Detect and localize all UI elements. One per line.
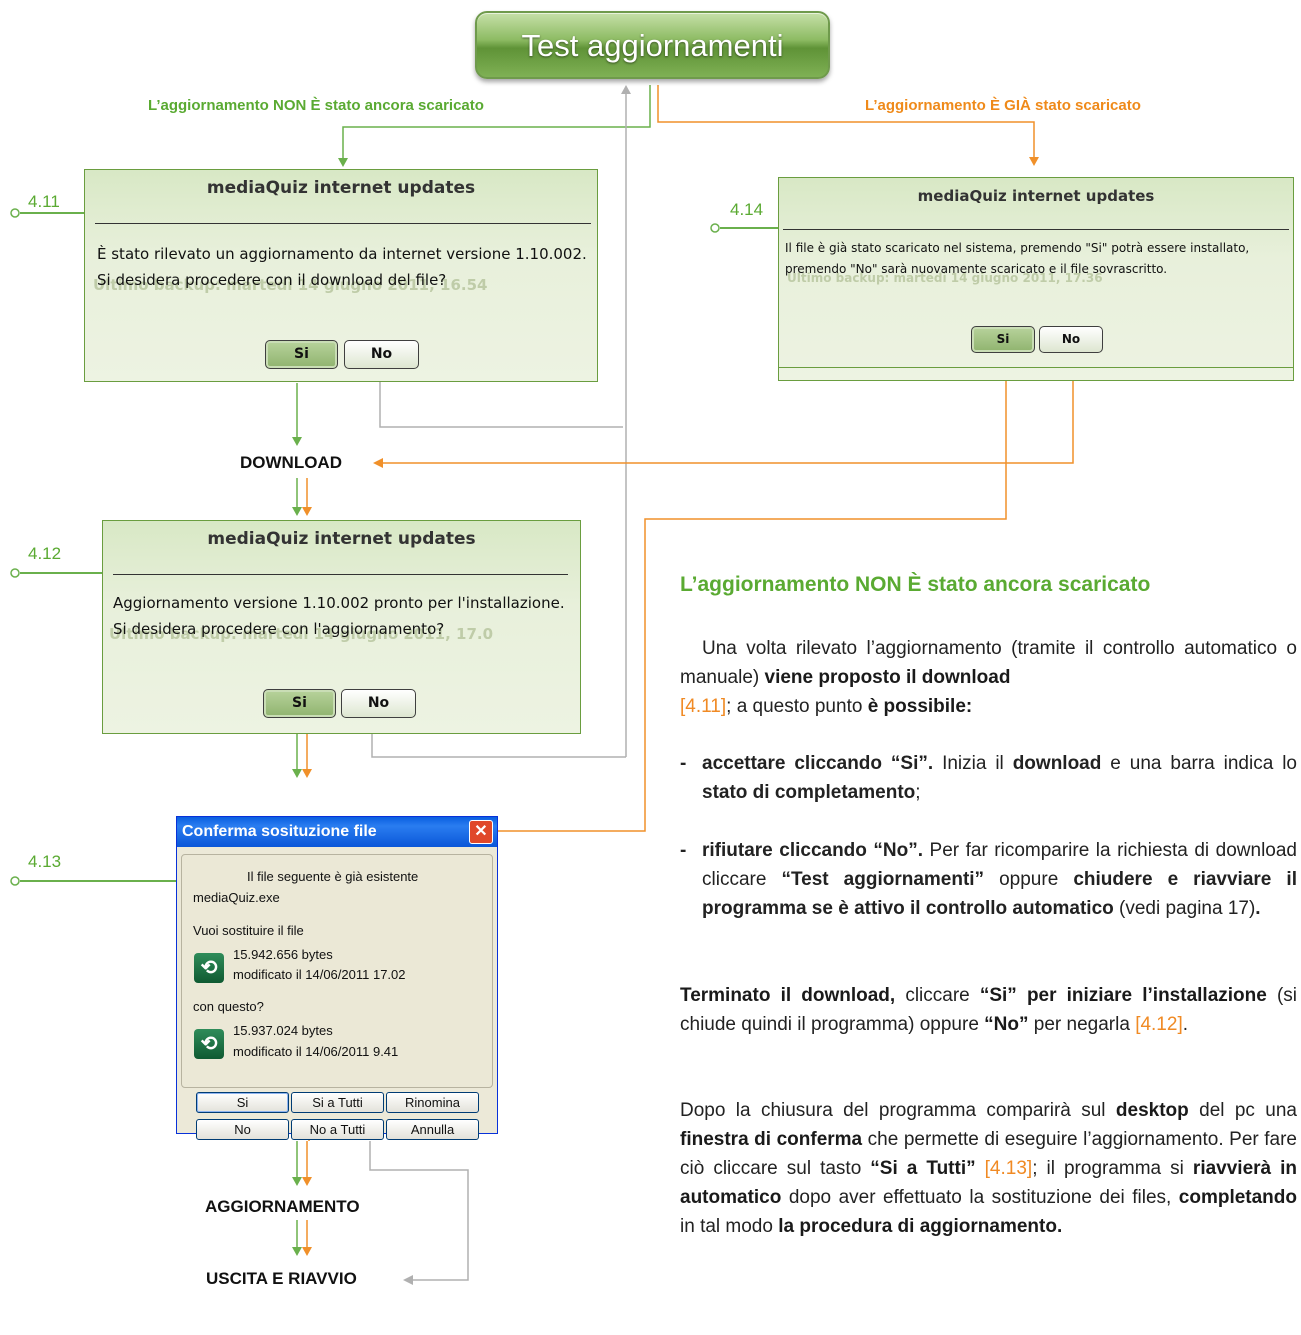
update-dialog-411: mediaQuiz internet updates Ultimo backup… (84, 169, 598, 382)
existing-text: Il file seguente è già esistente (247, 869, 419, 884)
annulla-button[interactable]: Annulla (386, 1119, 479, 1140)
figure-number-414: 4.14 (730, 200, 764, 219)
update-dialog-412: mediaQuiz internet updates Ultimo backup… (102, 520, 581, 734)
download-node: DOWNLOAD (240, 453, 342, 472)
no-button[interactable]: No (196, 1119, 289, 1140)
with-question: con questo? (193, 999, 264, 1014)
dialog-panel (181, 854, 493, 1088)
rinomina-button[interactable]: Rinomina (386, 1092, 479, 1113)
branch-label-not-downloaded: L’aggiornamento NON È stato ancora scari… (148, 97, 484, 114)
connector-to-414 (657, 85, 1035, 160)
close-icon[interactable]: ✕ (469, 820, 493, 844)
no-button[interactable]: No (1039, 326, 1103, 353)
si-a-tutti-button[interactable]: Si a Tutti (291, 1092, 384, 1113)
app-file-icon: ⟲ (194, 1029, 224, 1059)
uscita-riavvio-node: USCITA E RIAVVIO (206, 1269, 357, 1288)
dialog-message: Il file è già stato scaricato nel sistem… (785, 241, 1250, 276)
no-button[interactable]: No (341, 689, 416, 718)
bullet-accept: - accettare cliccando “Si”. Inizia il do… (680, 753, 1297, 803)
file-name: mediaQuiz.exe (193, 890, 280, 905)
figure-number-412: 4.12 (28, 544, 62, 563)
app-file-icon: ⟲ (194, 953, 224, 983)
dialog-title: mediaQuiz internet updates (207, 529, 476, 549)
branch-label-already-downloaded: L’aggiornamento È GIÀ stato scaricato (865, 97, 1141, 114)
paragraph-intro: Una volta rilevato l’aggiornamento (tram… (680, 638, 1297, 717)
si-button[interactable]: Si (196, 1092, 289, 1113)
paragraph-download-done: Terminato il download, cliccare “Si” per… (680, 985, 1298, 1035)
figure-number-413: 4.13 (28, 852, 62, 871)
no-button[interactable]: No (344, 340, 419, 369)
connector-to-411 (342, 85, 651, 162)
dialog-message: Aggiornamento versione 1.10.002 pronto p… (113, 594, 565, 638)
dialog-title: mediaQuiz internet updates (917, 187, 1155, 205)
no-a-tutti-button[interactable]: No a Tutti (291, 1119, 384, 1140)
figure-number-411: 4.11 (28, 192, 60, 211)
title-bar: Conferma sosituzione file ✕ (177, 817, 497, 847)
file-replace-dialog: Conferma sosituzione file ✕ Il file segu… (176, 816, 498, 1140)
dialog-message: È stato rilevato un aggiornamento da int… (97, 245, 587, 289)
existing-date: modificato il 14/06/2011 17.02 (233, 967, 406, 982)
dialog-title: Conferma sosituzione file (182, 823, 377, 840)
dialog-ghost-text: Ultimo backup: martedì 14 giugno 2011, 1… (93, 276, 488, 294)
test-aggiornamenti-button[interactable]: Test aggiornamenti (475, 11, 830, 79)
aggiornamento-node: AGGIORNAMENTO (205, 1197, 360, 1216)
paragraph-desktop-confirm: Dopo la chiusura del programma comparirà… (680, 1100, 1298, 1237)
new-date: modificato il 14/06/2011 9.41 (233, 1044, 399, 1059)
section-heading: L’aggiornamento NON È stato ancora scari… (680, 573, 1151, 596)
new-size: 15.937.024 bytes (233, 1023, 333, 1038)
update-dialog-414: mediaQuiz internet updates Ultimo backup… (778, 177, 1294, 381)
dialog-ghost-text: Ultimo backup: martedì 14 giugno 2011, 1… (787, 271, 1103, 285)
yes-button[interactable]: Si (263, 689, 336, 718)
dialog-title: mediaQuiz internet updates (206, 178, 476, 198)
yes-button[interactable]: Si (971, 326, 1035, 353)
yes-button[interactable]: Si (265, 340, 338, 369)
dialog-ghost-text: Ultimo backup: martedì 14 giugno 2011, 1… (109, 625, 494, 643)
replace-question: Vuoi sostituire il file (193, 923, 304, 938)
bullet-refuse: - rifiutare cliccando “No”. Per far rico… (680, 840, 1297, 919)
existing-size: 15.942.656 bytes (233, 947, 333, 962)
